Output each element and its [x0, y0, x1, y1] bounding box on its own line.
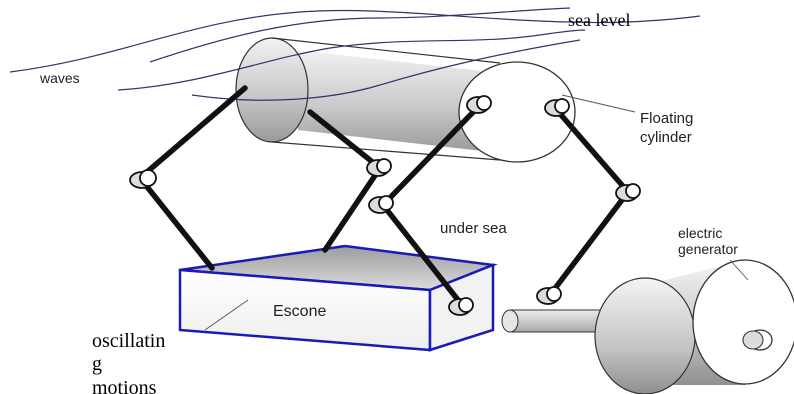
label-oscillating-2: g [92, 353, 102, 375]
leader-lines [204, 94, 749, 331]
pivot-joint [366, 158, 392, 177]
label-oscillating-1: oscillatin [92, 330, 165, 352]
label-oscillating-3: motions [92, 377, 157, 394]
label-electric-generator-1: electric [678, 225, 722, 241]
pivot-joint [368, 195, 394, 214]
label-floating-cylinder-2: cylinder [640, 129, 692, 146]
pivot-joint [466, 95, 492, 114]
wave-lines [9, 7, 701, 101]
rod-right-upper [552, 105, 631, 195]
rod-center-lower [380, 202, 465, 308]
rod-center-upper [380, 102, 483, 208]
electric-generator [594, 259, 794, 394]
wave-line-4 [191, 39, 581, 101]
label-waves: waves [39, 70, 80, 86]
label-floating-cylinder-1: Floating [640, 110, 693, 127]
pivot-joint [129, 169, 157, 189]
label-under-sea: under sea [440, 220, 507, 237]
wave-line-3 [117, 29, 586, 91]
leader-electric-generator [729, 259, 749, 281]
sea-level-line [9, 9, 701, 73]
pivot-joint [544, 98, 570, 117]
rod-left-upper [137, 85, 248, 181]
generator-shaft [501, 309, 601, 333]
floating-cylinder [235, 37, 576, 163]
leader-floating-cylinder [561, 94, 636, 113]
rod-mid-upper [307, 109, 383, 171]
pivot-joint [448, 297, 474, 316]
rod-left-lower [137, 175, 215, 271]
leader-escone [204, 299, 249, 331]
wave-line-2 [149, 7, 571, 63]
rod-right-lower [547, 189, 631, 298]
label-electric-generator-2: generator [678, 241, 738, 257]
label-escone: Escone [273, 303, 326, 320]
rod-mid-lower [322, 165, 383, 253]
label-sea-level: sea level [568, 10, 630, 30]
pivot-joint [615, 183, 641, 202]
escone-box [178, 244, 498, 352]
pivot-joints [129, 95, 641, 316]
linkage-rods [137, 85, 631, 308]
pivot-joint [536, 286, 562, 305]
